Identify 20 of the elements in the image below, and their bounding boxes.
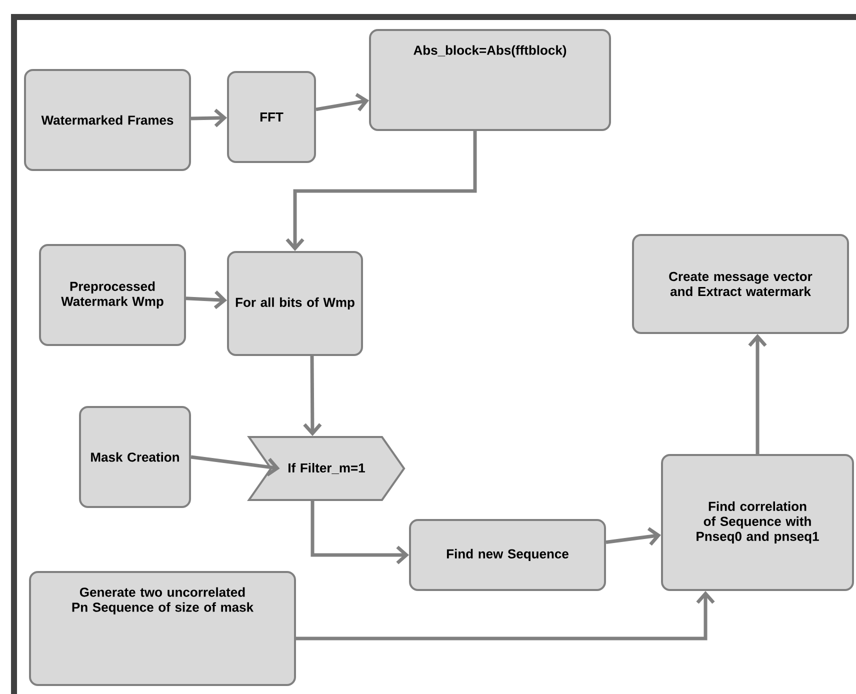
arrow xyxy=(606,527,661,546)
arrow xyxy=(186,290,227,310)
process-box: Create message vector and Extract watermark xyxy=(632,234,849,334)
process-box: Watermarked Frames xyxy=(24,69,191,171)
arrow xyxy=(286,131,477,251)
arrow xyxy=(296,591,715,640)
arrow xyxy=(303,356,322,436)
process-box: FFT xyxy=(227,71,316,163)
arrow xyxy=(310,501,409,564)
process-box: Preprocessed Watermark Wmp xyxy=(39,244,186,346)
process-box: Find new Sequence xyxy=(409,519,606,591)
process-box: For all bits of Wmp xyxy=(227,251,363,356)
process-box: Find correlation of Sequence with Pnseq0 and pnseq1 xyxy=(661,454,854,591)
arrow xyxy=(316,93,369,112)
process-box: Mask Creation xyxy=(79,406,191,508)
arrow xyxy=(190,108,227,128)
arrow xyxy=(748,334,767,454)
arrow xyxy=(190,455,280,476)
process-box: Generate two uncorrelated Pn Sequence of size of mask xyxy=(29,571,296,686)
process-box: Abs_block=Abs(fftblock) xyxy=(369,29,611,131)
